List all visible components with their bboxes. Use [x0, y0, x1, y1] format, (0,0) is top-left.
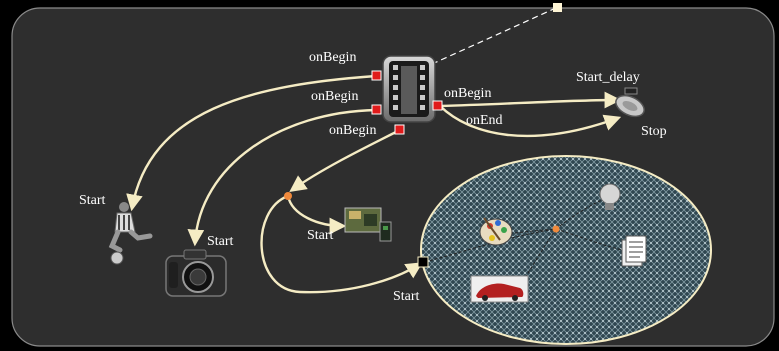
label-onbegin-right: onBegin — [444, 87, 491, 101]
label-start-group: Start — [393, 290, 419, 304]
junction-node[interactable] — [284, 192, 292, 200]
group-hub-node[interactable] — [553, 226, 560, 233]
label-onbegin-low: onBegin — [329, 124, 376, 138]
label-onend: onEnd — [466, 114, 503, 128]
label-onbegin-mid: onBegin — [311, 90, 358, 104]
film-strip-icon[interactable] — [383, 56, 435, 122]
group-entry-node[interactable] — [418, 257, 428, 267]
label-start-camera: Start — [207, 235, 233, 249]
camera-icon[interactable] — [166, 250, 226, 296]
document-icon[interactable] — [622, 236, 646, 266]
dashed-link-handle[interactable] — [553, 3, 562, 12]
label-onbegin-top: onBegin — [309, 51, 356, 65]
label-stop: Stop — [641, 125, 667, 139]
port-onbegin-right[interactable] — [433, 101, 442, 110]
label-start-player: Start — [79, 194, 105, 208]
label-start-video: Start — [307, 229, 333, 243]
port-onbegin-top[interactable] — [372, 71, 381, 80]
port-onbegin-mid[interactable] — [372, 105, 381, 114]
group-ellipse — [421, 156, 711, 344]
red-car-icon[interactable] — [471, 276, 528, 302]
label-start-delay: Start_delay — [576, 71, 640, 85]
port-onbegin-low[interactable] — [395, 125, 404, 134]
